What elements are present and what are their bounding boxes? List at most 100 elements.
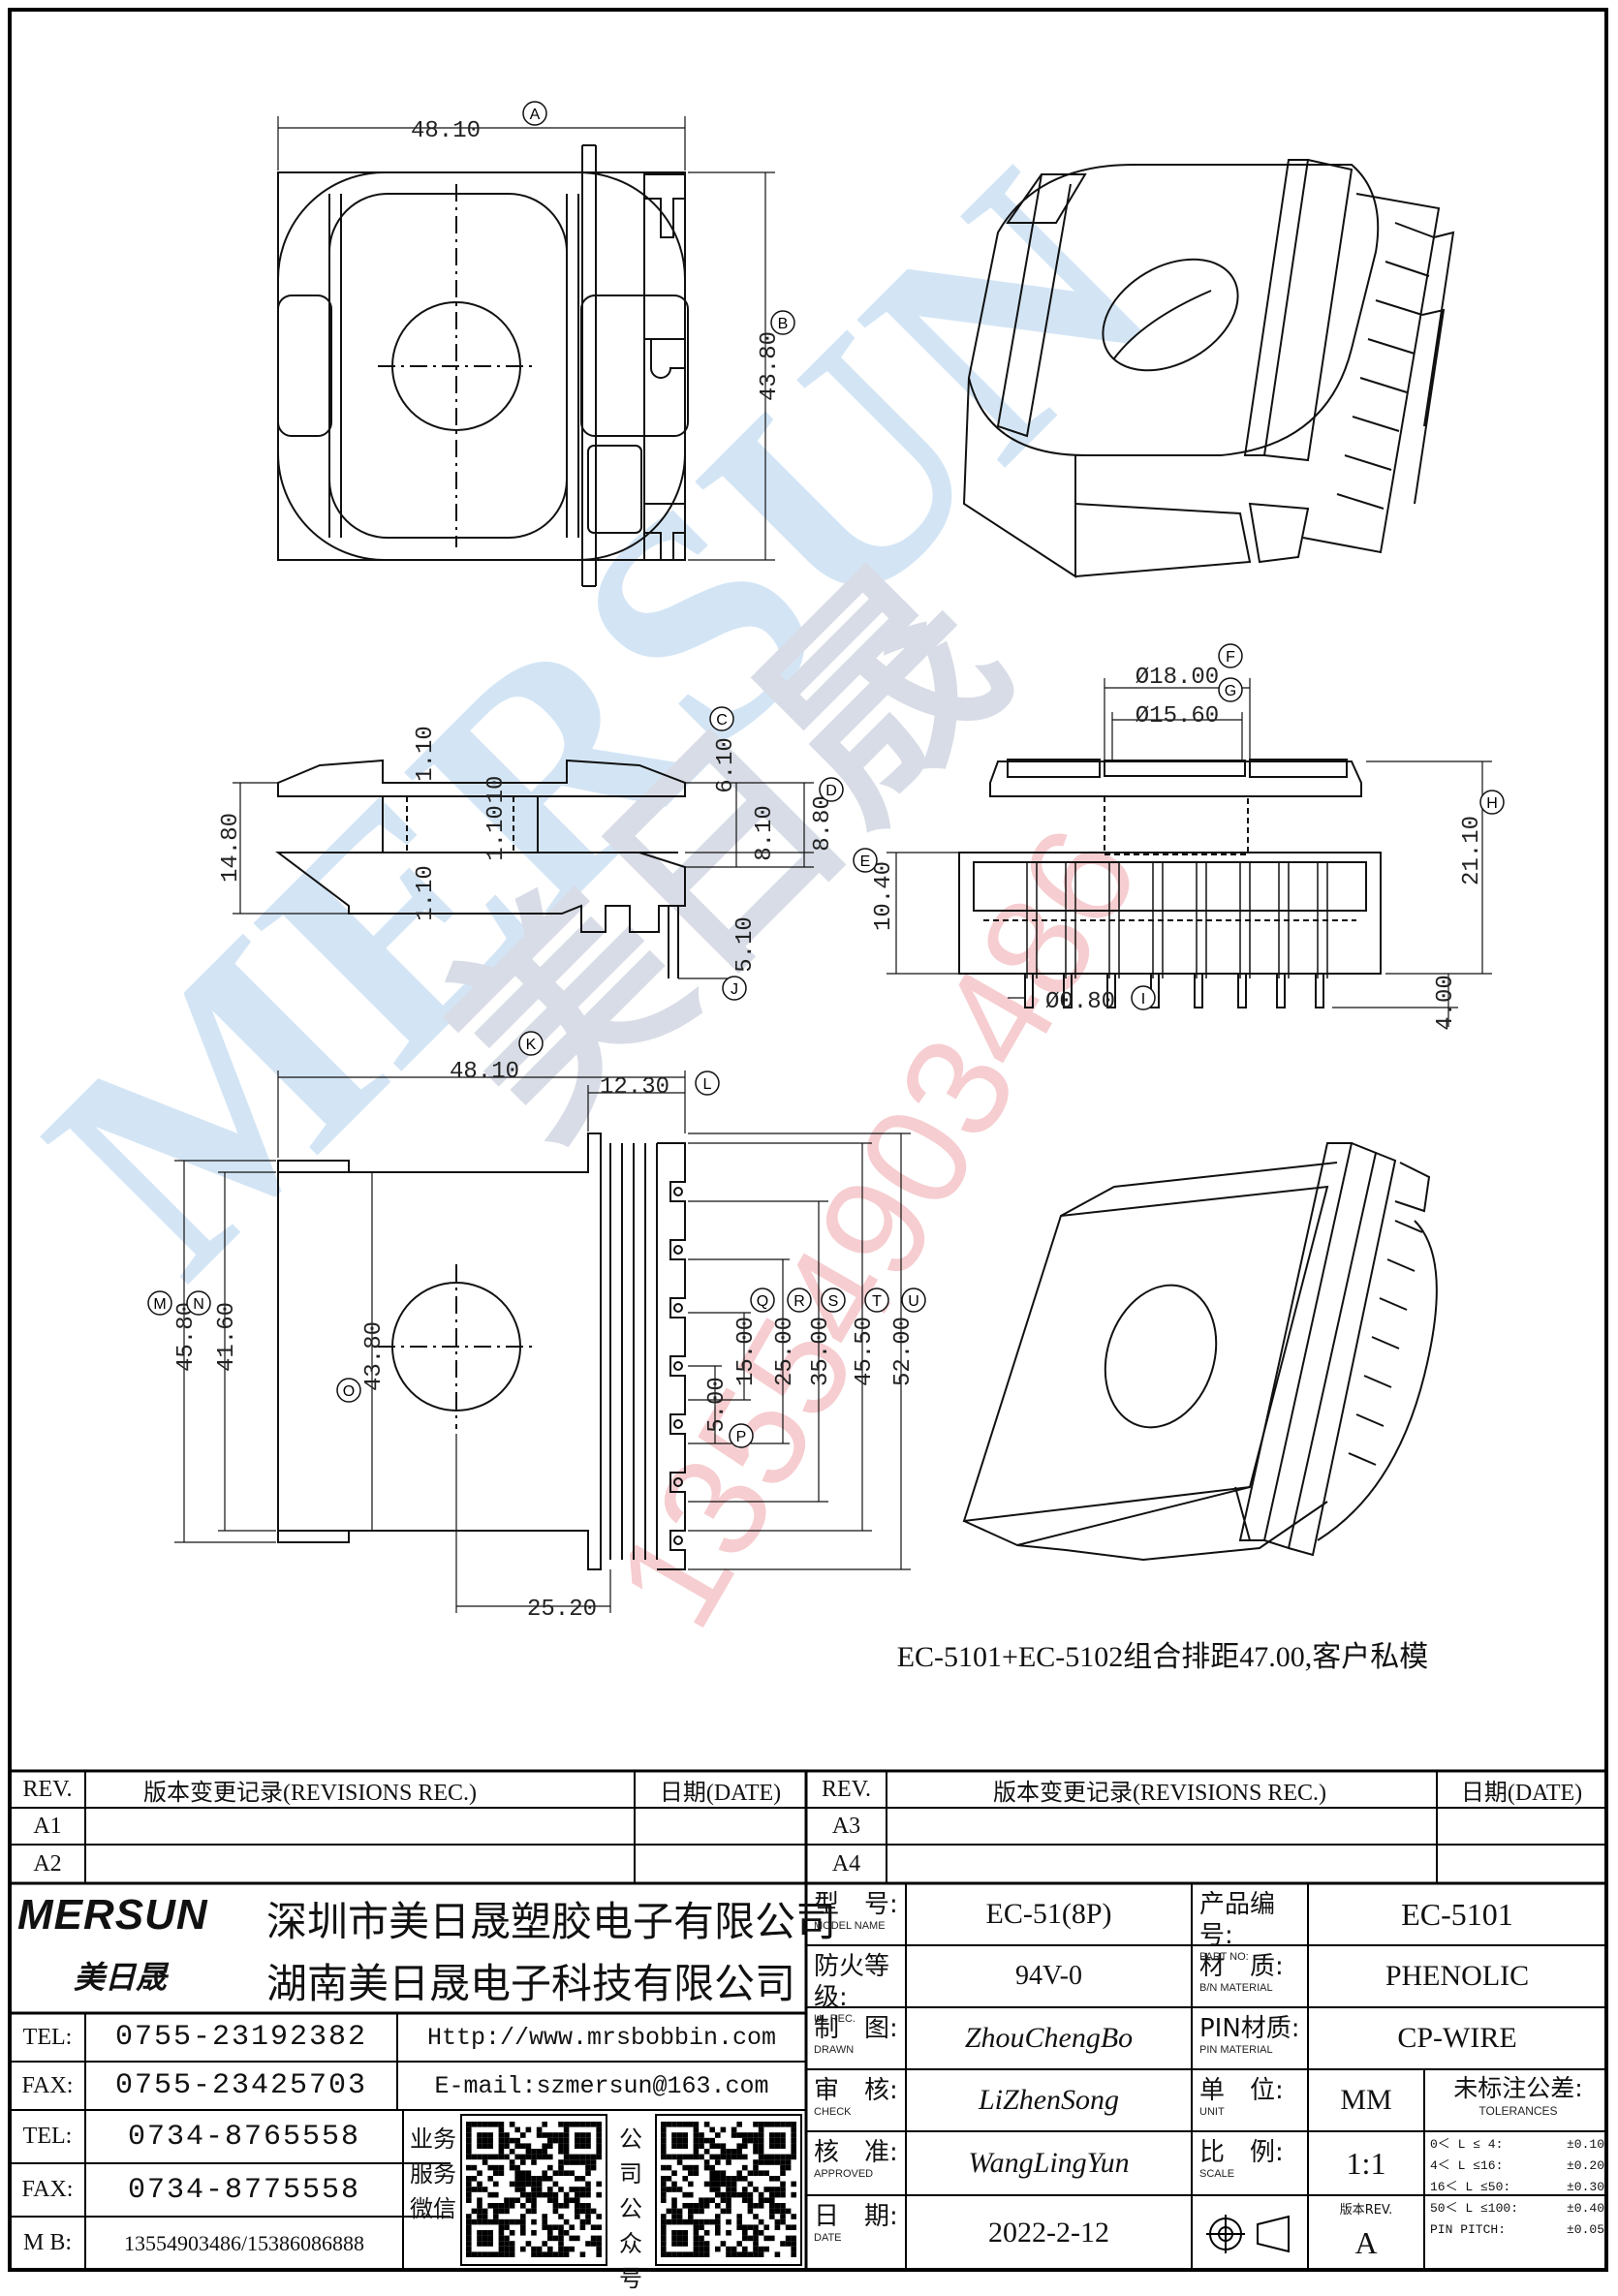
callout-t: T [864, 1288, 889, 1313]
rev-left-header-date: 日期(DATE) [659, 1780, 782, 1806]
callout-i: I [1131, 985, 1156, 1010]
check-value: LiZhenSong [978, 2084, 1120, 2116]
rev-left-header-rec: 版本变更记录(REVISIONS REC.) [143, 1780, 478, 1806]
website-link[interactable]: Http://www.mrsbobbin.com [426, 2023, 777, 2052]
front-view [887, 678, 1492, 1027]
dim-o-value: 43.80 [361, 1321, 388, 1391]
tolerance-value: ±0.05 [1566, 2222, 1604, 2237]
approved-label: 核 准: APPROVED [814, 2138, 898, 2180]
dim-g-value: Ø15.60 [1136, 703, 1219, 729]
ul-label: 防火等级: UL REC. [814, 1952, 890, 2025]
callout-n: N [186, 1290, 211, 1316]
svg-text:B: B [778, 316, 789, 332]
contact-value-fax-2: 0734-8775558 [127, 2173, 361, 2207]
dim-a-value: 48.10 [411, 118, 481, 144]
rev-right-row-a4: A4 [831, 1850, 861, 1877]
contact-label-tel-1: TEL: [22, 2024, 73, 2050]
date-label: 日 期: DATE [814, 2202, 898, 2244]
callout-r: R [787, 1288, 812, 1313]
rev-right-header-date: 日期(DATE) [1460, 1780, 1583, 1806]
svg-text:K: K [526, 1037, 537, 1053]
scale-value: 1:1 [1346, 2145, 1386, 2181]
dim-side-1480: 14.80 [218, 813, 244, 883]
dim-side-110c: 1.10 [413, 865, 439, 921]
company-name-hunan: 湖南美日晟电子科技有限公司 [266, 1960, 796, 2007]
callout-p: P [729, 1423, 754, 1448]
sheet-border [8, 8, 1608, 2272]
contact-value-tel-1: 0755-23192382 [114, 2021, 368, 2054]
dim-c-value: 6.10 [713, 737, 739, 793]
dim-r-value: 25.00 [772, 1317, 798, 1386]
svg-text:L: L [703, 1076, 712, 1093]
approved-value: WangLingYun [968, 2147, 1130, 2179]
pin-material-label: PIN材质: PIN MATERIAL [1199, 2014, 1300, 2056]
ul-value: 94V-0 [1015, 1961, 1082, 1991]
drawing-note: EC-5101+EC-5102组合排距47.00,客户私模 [897, 1641, 1429, 1673]
callout-h: H [1479, 790, 1505, 815]
callout-s: S [821, 1288, 846, 1313]
company-name-shenzhen: 深圳市美日晟塑胶电子有限公司 [266, 1898, 837, 1945]
callout-u: U [901, 1288, 926, 1313]
tolerance-value: ±0.20 [1566, 2158, 1604, 2173]
contact-label-fax-1: FAX: [21, 2072, 74, 2098]
dim-p-value: 5.00 [704, 1377, 731, 1433]
dim-side-110b: 1.10 [483, 805, 510, 861]
tolerance-value: ±0.30 [1566, 2180, 1604, 2194]
part-number-value: EC-5101 [1401, 1896, 1513, 1932]
dim-b-value: 43.80 [757, 331, 783, 401]
dim-n-value: 41.60 [214, 1302, 240, 1372]
tolerance-value: ±0.40 [1566, 2201, 1604, 2216]
dim-l-value: 12.30 [600, 1074, 669, 1101]
dim-side-10: 10 [483, 776, 510, 804]
callout-l: L [695, 1070, 720, 1096]
dim-j-value: 5.10 [732, 916, 759, 973]
material-value: PHENOLIC [1385, 1960, 1530, 1992]
unit-label: 单 位: UNIT [1199, 2076, 1284, 2118]
rev-right-row-a3: A3 [831, 1813, 861, 1839]
callout-b: B [770, 310, 795, 335]
tolerance-range: 50＜ L ≤100: [1430, 2201, 1519, 2216]
svg-text:F: F [1226, 649, 1235, 666]
svg-text:J: J [731, 981, 738, 998]
tolerance-range: 4＜ L ≤16: [1430, 2158, 1504, 2173]
tolerance-range: 0＜ L ≤ 4: [1430, 2137, 1504, 2152]
dim-d-value: 8.80 [810, 795, 836, 852]
rev-left-header-rev: REV. [22, 1776, 73, 1802]
company-logo-cn: 美日晟 [74, 1959, 168, 1996]
callout-f: F [1218, 643, 1243, 668]
date-value: 2022-2-12 [988, 2216, 1109, 2249]
callout-a: A [522, 101, 547, 126]
dim-front-400: 4.00 [1433, 975, 1459, 1031]
svg-text:U: U [908, 1293, 919, 1310]
callout-g: G [1218, 677, 1243, 702]
svg-text:P: P [736, 1429, 747, 1445]
email-link[interactable]: E-mail:szmersun@163.com [434, 2071, 769, 2100]
unit-value: MM [1340, 2084, 1392, 2116]
contact-value-fax-1: 0755-23425703 [114, 2069, 368, 2102]
dim-t-value: 45.50 [852, 1317, 878, 1386]
rev-left-row-a1: A1 [33, 1813, 62, 1839]
dim-side-810: 8.10 [752, 805, 778, 861]
tolerance-value: ±0.10 [1566, 2137, 1604, 2152]
svg-text:R: R [793, 1293, 805, 1310]
version-label: 版本REV. [1339, 2203, 1393, 2218]
scale-label: 比 例: SCALE [1199, 2138, 1284, 2180]
tolerance-row: 16＜ L ≤50: ±0.30 [1430, 2177, 1604, 2198]
svg-text:I: I [1141, 991, 1145, 1008]
svg-text:G: G [1225, 683, 1236, 699]
rev-right-header-rec: 版本变更记录(REVISIONS REC.) [993, 1780, 1327, 1806]
company-logo: MERSUN [17, 1891, 208, 1939]
pin-material-value: CP-WIRE [1397, 2022, 1517, 2054]
tolerance-range: 16＜ L ≤50: [1430, 2180, 1511, 2194]
watermark: MERSUN 美日晟 13554903486 [0, 109, 1213, 1653]
model-value: EC-51(8P) [985, 1898, 1112, 1930]
dim-e-value: 10.40 [871, 861, 897, 931]
callout-k: K [518, 1031, 544, 1056]
contact-value-mobile: 13554903486/15386086888 [123, 2230, 365, 2255]
bottom-view [174, 1070, 911, 1613]
rev-left-row-a2: A2 [33, 1850, 62, 1877]
callout-j: J [722, 976, 747, 1001]
